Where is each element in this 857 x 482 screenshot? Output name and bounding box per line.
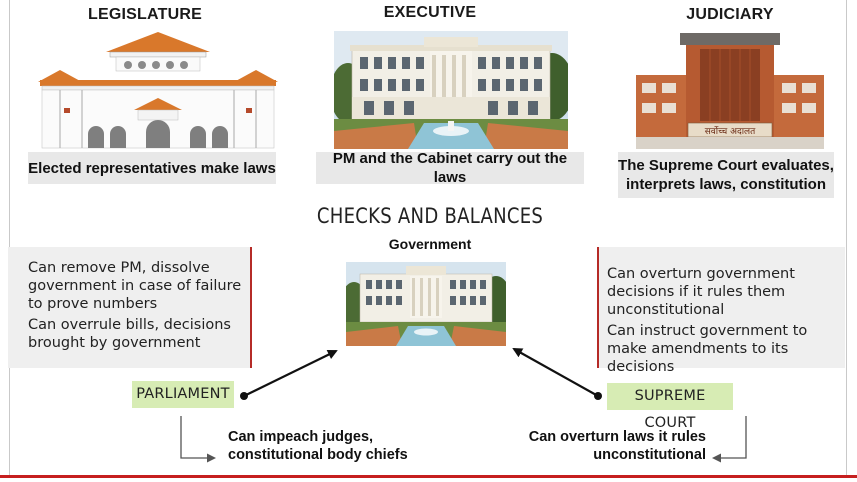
parliament-powers-box: Can remove PM, dissolve government in ca… <box>8 247 252 368</box>
government-label: Government <box>388 236 472 252</box>
parliament-over-court-text: Can impeach judges, constitutional body … <box>228 428 448 464</box>
parliament-power-1: Can remove PM, dissolve government in ca… <box>28 260 242 312</box>
parliament-over-court-line-1: Can impeach judges, <box>228 429 374 445</box>
court-power-2: Can instruct government to make amendmen… <box>607 323 808 375</box>
court-powers-box: Can overturn government decisions if it … <box>597 247 845 375</box>
judiciary-caption-line-2: interprets laws, constitution <box>625 176 827 193</box>
bottom-red-rule <box>0 475 857 478</box>
government-building-photo <box>346 262 506 346</box>
parliament-tag: PARLIAMENT <box>132 381 234 408</box>
left-frame-line <box>9 0 10 476</box>
right-frame-line <box>846 0 847 476</box>
legislature-caption: Elected representatives make laws <box>28 152 276 184</box>
court-to-government-arrow <box>512 348 602 400</box>
legislature-title: LEGISLATURE <box>88 6 202 23</box>
judiciary-caption: The Supreme Court evaluates, interprets … <box>618 152 834 198</box>
judiciary-title: JUDICIARY <box>686 6 774 23</box>
court-over-parliament-line-2: unconstitutional <box>593 447 706 463</box>
court-power-1: Can overturn government decisions if it … <box>607 266 795 318</box>
parliament-to-court-elbow-arrow <box>180 416 216 463</box>
judiciary-caption-line-1: The Supreme Court evaluates, <box>618 157 834 174</box>
executive-caption: PM and the Cabinet carry out the laws <box>316 150 584 186</box>
court-over-parliament-text: Can overturn laws it rules unconstitutio… <box>500 428 706 464</box>
checks-and-balances-title: CHECKS AND BALANCES <box>316 204 544 228</box>
parliament-over-court-line-2: constitutional body chiefs <box>228 447 408 463</box>
court-to-parliament-elbow-arrow <box>712 416 747 463</box>
parliament-power-2: Can overrule bills, decisions brought by… <box>28 317 231 351</box>
parliament-building-illustration <box>34 30 282 150</box>
supreme-court-photo: सर्वोच्च अदालत <box>636 31 824 149</box>
singha-durbar-photo <box>334 31 568 149</box>
court-sign-text: सर्वोच्च अदालत <box>705 125 756 137</box>
executive-title: EXECUTIVE <box>383 4 477 21</box>
supreme-court-tag: SUPREME COURT <box>607 383 733 431</box>
court-over-parliament-line-1: Can overturn laws it rules <box>528 429 706 445</box>
parliament-to-government-arrow <box>240 350 338 400</box>
